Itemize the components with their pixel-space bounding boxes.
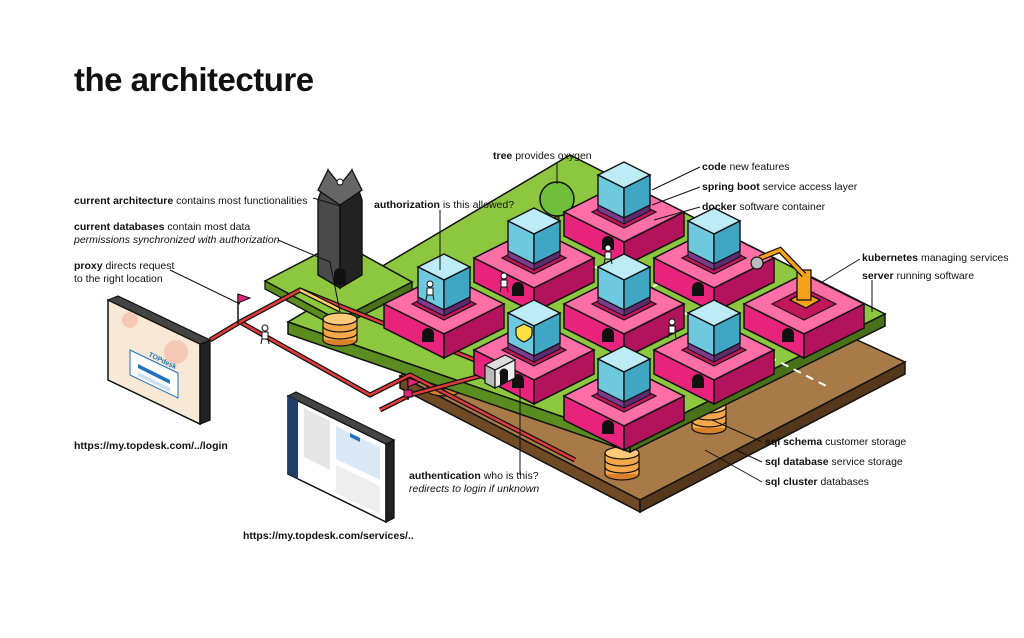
label-text: new features [729,161,790,173]
label-text: customer storage [825,436,907,448]
label-text: service storage [831,456,903,468]
label-text: software container [739,201,826,213]
label-docker: docker software container [702,201,825,214]
leader-lines [169,162,873,483]
label-authentication: authentication who is this?redirects to … [409,470,539,496]
label-key: docker [702,201,737,213]
sql-database-stack [604,446,640,481]
label-key: proxy [74,260,103,272]
label-text: who is this? [483,470,539,482]
label-key: kubernetes [862,252,919,264]
label-code: code new features [702,161,790,174]
label-authorization: authorization is this allowed? [374,199,514,212]
label-text: directs request [105,260,175,272]
label-key: current architecture [74,195,174,207]
label-key: sql database [765,456,829,468]
label-text: is this allowed? [442,199,515,211]
label-key: tree [493,150,513,162]
label-key: sql cluster [765,476,818,488]
services-url[interactable]: https://my.topdesk.com/services/.. [243,530,414,542]
label-key: sql schema [765,436,823,448]
label-sql-database: sql database service storage [765,456,903,469]
label-text-line2: to the right location [74,273,163,285]
label-server: server running software [862,270,974,283]
label-key: spring boot [702,181,760,193]
label-key: server [862,270,894,282]
authentication-gate [483,354,517,389]
label-text: running software [896,270,975,282]
label-text: service access layer [762,181,858,193]
login-url[interactable]: https://my.topdesk.com/../login [74,440,228,452]
flag-icon [237,293,252,324]
current-database-stack [322,312,358,347]
label-sql-cluster: sql cluster databases [765,476,869,489]
padlock-icon [403,389,413,398]
label-key: authorization [374,199,440,211]
label-text: databases [820,476,869,488]
label-text: provides oxygen [515,150,592,162]
label-key: current databases [74,221,165,233]
crane-icon [750,246,822,309]
label-key: authentication [409,470,481,482]
current-architecture-tower [317,167,363,290]
label-current-architecture: current architecture contains most funct… [74,195,307,208]
services-screen [286,391,396,524]
label-subtext: redirects to login if unknown [409,483,540,495]
person-icon [260,324,270,345]
label-tree: tree provides oxygen [493,150,592,163]
label-kubernetes: kubernetes managing services [862,252,1009,265]
label-sql-schema: sql schema customer storage [765,436,906,449]
label-spring-boot: spring boot service access layer [702,181,857,194]
tree-icon [539,181,575,225]
label-text: managing services [920,252,1009,264]
label-key: code [702,161,727,173]
label-subtext: permissions synchronized with authorizat… [74,234,280,246]
page-title: the architecture [74,61,314,98]
label-text: contain most data [167,221,251,233]
shield-icon [515,323,533,343]
login-screen: TOPdesk [106,295,212,426]
label-text: contains most functionalities [176,195,308,207]
